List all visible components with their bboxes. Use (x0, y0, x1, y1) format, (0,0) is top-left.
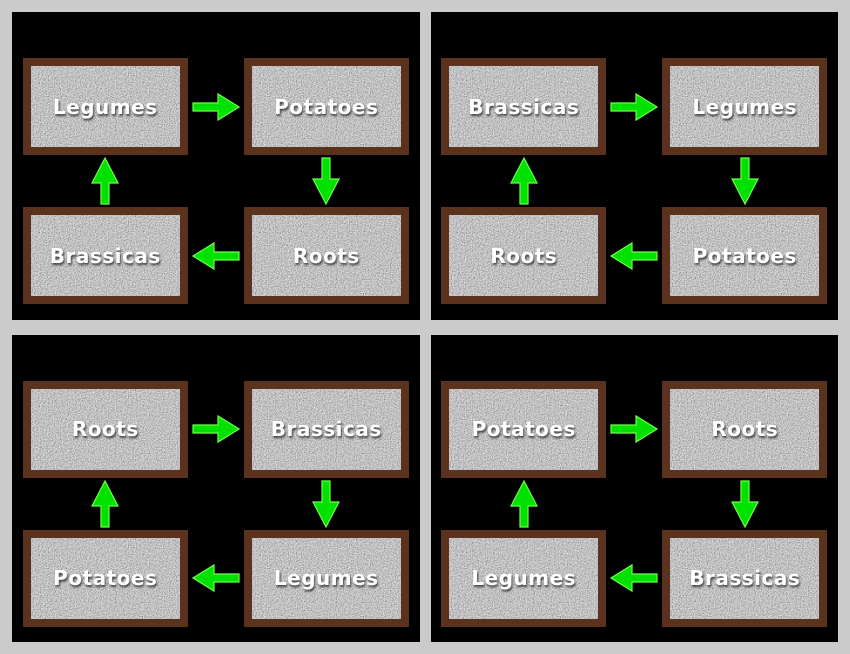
arrow-cell (606, 381, 662, 478)
crop-box-top-right: Brassicas (243, 380, 409, 478)
rotation-panel-2: Brassicas Legumes Roots Potatoes (430, 12, 838, 320)
arrow-up-icon (510, 479, 538, 528)
arrow-down-icon (312, 157, 340, 205)
arrow-down-icon (312, 479, 340, 528)
arrow-cell (244, 478, 409, 530)
gravel-texture (449, 388, 599, 470)
crop-label: Roots (490, 243, 558, 268)
arrow-up-icon (91, 157, 119, 205)
gravel-texture (30, 537, 180, 619)
crop-label: Brassicas (689, 566, 801, 590)
arrow-left-icon (610, 241, 658, 270)
crop-label: Roots (711, 417, 779, 441)
crop-box-bottom-left: Legumes (441, 529, 607, 627)
crop-box-top-left: Brassicas (441, 58, 607, 155)
arrow-right-icon (610, 415, 658, 443)
gravel-texture (30, 388, 180, 470)
gravel-texture (670, 66, 820, 147)
crop-box-bottom-right: Brassicas (662, 529, 828, 627)
crop-label: Potatoes (53, 566, 158, 590)
crop-box-bottom-left: Potatoes (22, 529, 188, 627)
crop-label: Roots (71, 417, 139, 441)
crop-box-top-left: Potatoes (441, 380, 607, 478)
grid-spacer (188, 155, 244, 207)
crop-box-top-right: Roots (662, 380, 828, 478)
arrow-left-icon (192, 564, 240, 592)
crop-box-top-right: Legumes (662, 58, 828, 155)
crop-box-bottom-left: Roots (441, 207, 607, 304)
arrow-cell (606, 530, 662, 627)
crop-label: Brassicas (270, 417, 382, 441)
arrow-cell (662, 478, 827, 530)
arrow-cell (23, 155, 188, 207)
arrow-cell (188, 381, 244, 478)
grid-spacer (188, 478, 244, 530)
crop-label: Legumes (52, 94, 158, 119)
arrow-left-icon (610, 564, 658, 592)
crop-label: Potatoes (471, 417, 576, 441)
gravel-texture (449, 66, 599, 147)
crop-label: Legumes (692, 94, 798, 119)
gravel-texture (251, 66, 401, 147)
crop-box-top-right: Potatoes (243, 58, 409, 155)
crop-label: Legumes (471, 566, 577, 590)
crop-label: Brassicas (468, 94, 580, 119)
grid-spacer (606, 155, 662, 207)
rotation-panel-3: Roots Brassicas Potatoes Legumes (12, 334, 420, 642)
crop-box-bottom-right: Roots (243, 207, 409, 304)
gravel-texture (251, 537, 401, 619)
arrow-up-icon (510, 157, 538, 205)
arrow-cell (441, 155, 606, 207)
crop-box-bottom-right: Potatoes (662, 207, 828, 304)
gravel-texture (670, 215, 820, 296)
gravel-texture (251, 215, 401, 296)
arrow-cell (244, 155, 409, 207)
arrow-cell (606, 58, 662, 155)
crop-label: Roots (292, 243, 360, 268)
arrow-down-icon (731, 157, 759, 205)
arrow-cell (23, 478, 188, 530)
arrow-cell (662, 155, 827, 207)
crop-box-bottom-left: Brassicas (22, 207, 188, 304)
gravel-texture (30, 215, 180, 296)
crop-label: Legumes (273, 566, 379, 590)
gravel-texture (30, 66, 180, 147)
crop-box-top-left: Legumes (22, 58, 188, 155)
grid-spacer (606, 478, 662, 530)
arrow-cell (188, 58, 244, 155)
gravel-texture (670, 537, 820, 619)
arrow-cell (188, 530, 244, 627)
arrow-cell (441, 478, 606, 530)
crop-box-top-left: Roots (22, 380, 188, 478)
arrow-right-icon (192, 415, 240, 443)
arrow-up-icon (91, 479, 119, 528)
gravel-texture (251, 388, 401, 470)
gravel-texture (670, 388, 820, 470)
crop-label: Potatoes (692, 243, 797, 268)
arrow-right-icon (610, 92, 658, 121)
crop-label: Brassicas (49, 243, 161, 268)
rotation-panel-4: Potatoes Roots Legumes Brassicas (430, 334, 838, 642)
arrow-right-icon (192, 92, 240, 121)
arrow-cell (188, 207, 244, 304)
crop-label: Potatoes (274, 94, 379, 119)
rotation-panel-1: Legumes Potatoes Brassicas Roots (12, 12, 420, 320)
gravel-texture (449, 537, 599, 619)
arrow-left-icon (192, 241, 240, 270)
arrow-down-icon (731, 479, 759, 528)
arrow-cell (606, 207, 662, 304)
crop-box-bottom-right: Legumes (243, 529, 409, 627)
gravel-texture (449, 215, 599, 296)
